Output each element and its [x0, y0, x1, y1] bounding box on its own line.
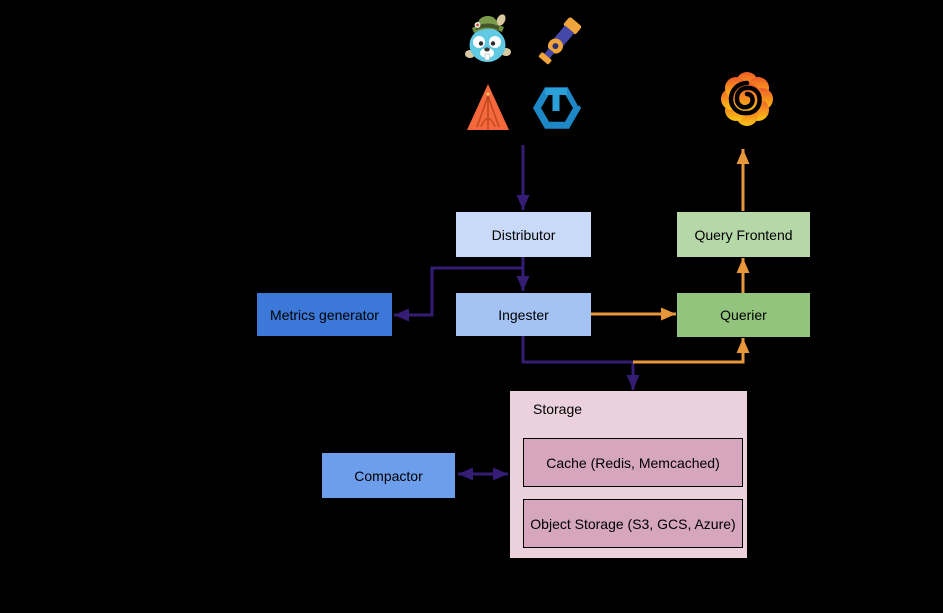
node-query-frontend: Query Frontend	[677, 212, 810, 257]
ingester-label: Ingester	[498, 306, 549, 323]
node-querier: Querier	[677, 293, 810, 337]
jaeger-icon	[464, 12, 512, 64]
node-distributor: Distributor	[456, 212, 591, 257]
edge-ingester-to-storage	[521, 336, 640, 390]
compactor-label: Compactor	[354, 467, 423, 484]
zipkin-icon	[465, 80, 511, 132]
storage-container: Storage Cache (Redis, Memcached) Object …	[510, 391, 747, 558]
query-frontend-label: Query Frontend	[694, 226, 793, 243]
querier-label: Querier	[720, 307, 767, 323]
node-ingester: Ingester	[456, 293, 591, 336]
edge-storage-to-querier	[633, 338, 750, 364]
node-metrics-generator: Metrics generator	[257, 293, 392, 336]
grafana-icon	[718, 62, 776, 130]
opencensus-icon	[532, 82, 585, 130]
storage-object-box: Object Storage (S3, GCS, Azure)	[523, 499, 743, 548]
opentelemetry-icon	[529, 16, 587, 70]
edge-distributor-to-metrics-generator	[394, 266, 523, 322]
storage-label: Storage	[533, 401, 583, 417]
node-compactor: Compactor	[322, 453, 455, 498]
metrics-generator-label: Metrics generator	[270, 306, 379, 323]
storage-cache-label: Cache (Redis, Memcached)	[546, 454, 720, 471]
storage-object-label: Object Storage (S3, GCS, Azure)	[530, 515, 736, 532]
storage-cache-box: Cache (Redis, Memcached)	[523, 438, 743, 487]
distributor-label: Distributor	[491, 226, 556, 243]
